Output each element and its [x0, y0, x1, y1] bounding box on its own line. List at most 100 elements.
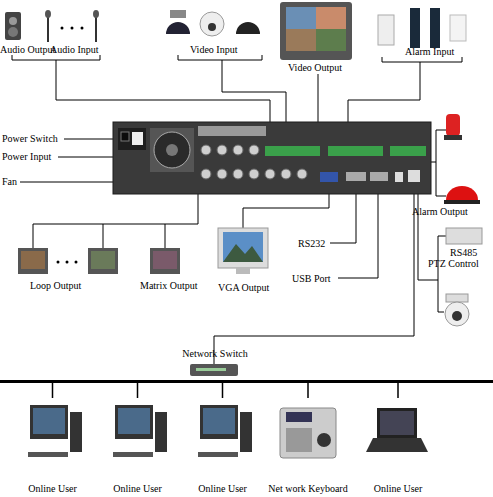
bnc-connector — [249, 169, 259, 179]
device-label: Online User — [28, 483, 77, 495]
microphone — [95, 16, 97, 42]
screen — [91, 251, 115, 269]
pc-monitor — [115, 405, 153, 439]
sensor — [378, 15, 394, 45]
speaker — [5, 12, 21, 40]
screen-quad — [316, 7, 346, 29]
fan — [154, 132, 190, 168]
port-label: Audio Output — [0, 44, 55, 55]
siren-base — [444, 200, 480, 204]
screen — [203, 408, 235, 434]
switch-device — [190, 364, 238, 376]
camera-lens — [452, 311, 462, 321]
bnc-connector — [233, 145, 243, 155]
screen — [118, 408, 150, 434]
db-connector — [198, 126, 266, 136]
microphone — [93, 10, 99, 18]
camera-mount — [170, 10, 186, 18]
device-label: Online User — [198, 483, 247, 495]
wire — [214, 183, 414, 364]
power-panel — [118, 128, 146, 150]
serial-port — [370, 172, 388, 181]
device-node: Net work Keyboard — [262, 398, 354, 495]
beam-sensor — [410, 8, 420, 48]
joystick — [317, 433, 331, 447]
port-label: RS232 — [298, 238, 325, 249]
ptz-mount — [446, 294, 468, 302]
network-bus — [0, 380, 493, 383]
network-cable — [53, 380, 216, 398]
port-label: RS485 — [450, 247, 477, 258]
monitor-stand — [236, 268, 250, 274]
switch-lights — [196, 368, 226, 371]
dome-camera — [166, 22, 190, 34]
dot — [66, 261, 69, 264]
microphone — [45, 10, 51, 18]
screen — [223, 232, 263, 262]
bnc-connector — [281, 169, 291, 179]
bnc-connector — [201, 145, 211, 155]
speaker-cone — [8, 27, 18, 37]
network-cable — [215, 380, 308, 398]
pc-tower — [70, 412, 82, 452]
control-keyboard — [280, 408, 336, 458]
wire — [103, 224, 104, 248]
device-label: Online User — [113, 483, 162, 495]
port-label: Alarm Output — [412, 206, 468, 217]
detector — [450, 15, 466, 41]
bnc-connector — [201, 169, 211, 179]
wire — [12, 55, 100, 60]
screen — [153, 251, 177, 269]
keyboard-display — [286, 412, 312, 422]
ptz-camera — [445, 302, 469, 326]
port-label: USB Port — [292, 273, 331, 284]
dvr-body — [113, 122, 431, 194]
bnc-connector — [249, 145, 259, 155]
wire — [178, 55, 262, 60]
port-label: Fan — [2, 176, 17, 187]
terminal-block — [265, 146, 320, 156]
bnc-connector — [233, 169, 243, 179]
monitor — [280, 2, 352, 60]
pc-tower — [155, 412, 167, 452]
power-switch — [121, 132, 129, 141]
siren — [446, 186, 478, 200]
device-node: Online User — [15, 398, 90, 495]
network-cable — [138, 380, 216, 398]
beam-sensor — [430, 8, 440, 48]
port-label: Power Input — [2, 151, 51, 162]
dot — [71, 27, 74, 30]
speed-dome — [200, 12, 224, 36]
vga-monitor — [218, 228, 268, 268]
mountain — [223, 244, 263, 262]
screen — [380, 411, 414, 435]
wire — [165, 224, 166, 248]
monitor — [18, 248, 48, 274]
wire — [338, 182, 378, 278]
port-label: Video Output — [288, 62, 342, 73]
microphone — [47, 16, 49, 42]
port-label: Alarm Input — [405, 46, 454, 57]
wire — [382, 57, 462, 62]
monitor — [150, 248, 180, 274]
port-label: Audio Input — [50, 44, 99, 55]
dome-camera — [236, 22, 260, 34]
dot — [75, 261, 78, 264]
device-label: Online User — [374, 483, 423, 495]
wire — [438, 236, 446, 312]
rs485-converter — [446, 228, 482, 244]
pc-monitor — [200, 405, 238, 439]
network-cable — [215, 380, 398, 398]
usb-port — [395, 172, 403, 182]
fan-frame — [150, 128, 194, 172]
pc-monitor — [30, 405, 68, 439]
fan-hub — [166, 144, 178, 156]
device-node: Online User — [362, 398, 434, 495]
laptop-base — [366, 438, 428, 452]
bnc-connector — [217, 145, 227, 155]
port-label: Video Input — [190, 44, 237, 55]
beacon — [446, 114, 460, 136]
port-label: Matrix Output — [140, 280, 198, 291]
